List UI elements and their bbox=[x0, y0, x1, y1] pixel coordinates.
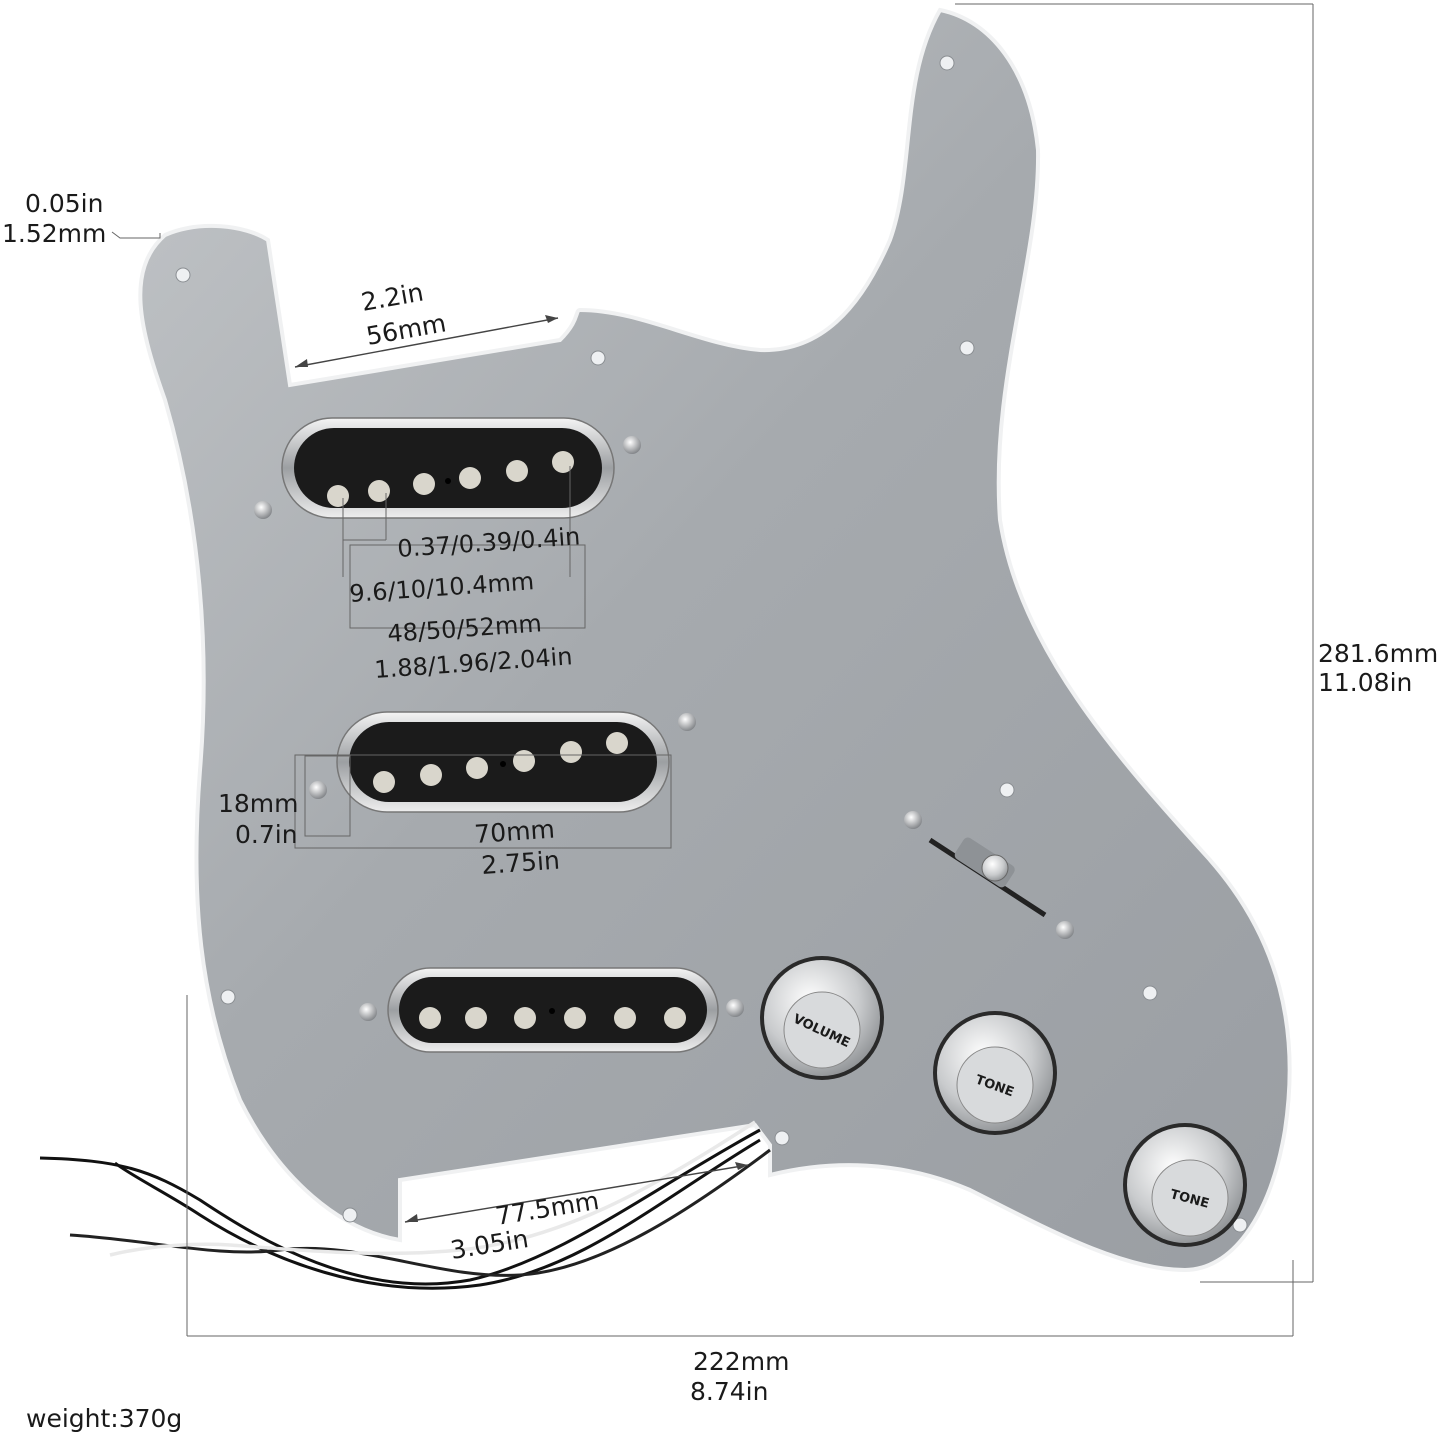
mount-hole bbox=[175, 267, 191, 283]
wiring-harness bbox=[39, 1120, 771, 1290]
neck-gap-dimension bbox=[294, 315, 559, 368]
pole-span-box bbox=[349, 544, 586, 629]
cavity-dimension bbox=[404, 1162, 749, 1223]
pickguard-plate bbox=[138, 7, 1292, 1273]
pickup-width-mm-label: 18mm bbox=[218, 789, 299, 818]
pickup-width-in-label: 0.7in bbox=[235, 820, 298, 849]
screw bbox=[726, 999, 744, 1017]
weight-label: weight:370g bbox=[26, 1404, 182, 1433]
mount-hole bbox=[939, 55, 955, 71]
mount-hole bbox=[220, 989, 236, 1005]
screw bbox=[904, 811, 922, 829]
mount-hole bbox=[590, 350, 606, 366]
width-mm-label: 222mm bbox=[693, 1347, 789, 1376]
pickup-length-in-label: 2.75in bbox=[480, 846, 560, 880]
screw bbox=[678, 713, 696, 731]
thickness-in-label: 0.05in bbox=[25, 189, 103, 218]
mount-hole bbox=[959, 340, 975, 356]
mount-hole bbox=[342, 1207, 358, 1223]
volume-knob[interactable]: VOLUME bbox=[760, 956, 884, 1080]
cavity-mm-label: 77.5mm bbox=[493, 1186, 601, 1231]
width-in-label: 8.74in bbox=[690, 1377, 768, 1406]
mount-hole bbox=[1232, 1217, 1248, 1233]
pole-spacing-bracket bbox=[342, 466, 571, 577]
height-mm-label: 281.6mm bbox=[1318, 639, 1438, 668]
screw bbox=[254, 501, 272, 519]
pickup-length-box bbox=[294, 754, 672, 849]
pickup-length-mm-label: 70mm bbox=[473, 814, 555, 849]
screw bbox=[623, 436, 641, 454]
bridge-pickup bbox=[387, 967, 719, 1053]
mount-hole bbox=[774, 1130, 790, 1146]
thickness-mm-label: 1.52mm bbox=[2, 219, 106, 248]
neck-pickup bbox=[281, 417, 615, 519]
screw bbox=[359, 1003, 377, 1021]
tone-knob-2[interactable]: TONE bbox=[1123, 1123, 1247, 1247]
screw bbox=[309, 781, 327, 799]
pickup-selector-switch bbox=[928, 837, 1047, 918]
middle-pickup bbox=[336, 711, 670, 813]
pickup-width-box bbox=[304, 755, 351, 837]
cavity-in-label: 3.05in bbox=[448, 1224, 530, 1265]
neck-gap-mm-label: 56mm bbox=[364, 308, 448, 351]
neck-gap-in-label: 2.2in bbox=[359, 277, 426, 316]
thickness-leader bbox=[111, 231, 161, 239]
mount-hole bbox=[1142, 985, 1158, 1001]
tone-knob-1[interactable]: TONE bbox=[933, 1011, 1057, 1135]
height-in-label: 11.08in bbox=[1318, 668, 1412, 697]
screw bbox=[1056, 921, 1074, 939]
mount-hole bbox=[999, 782, 1015, 798]
